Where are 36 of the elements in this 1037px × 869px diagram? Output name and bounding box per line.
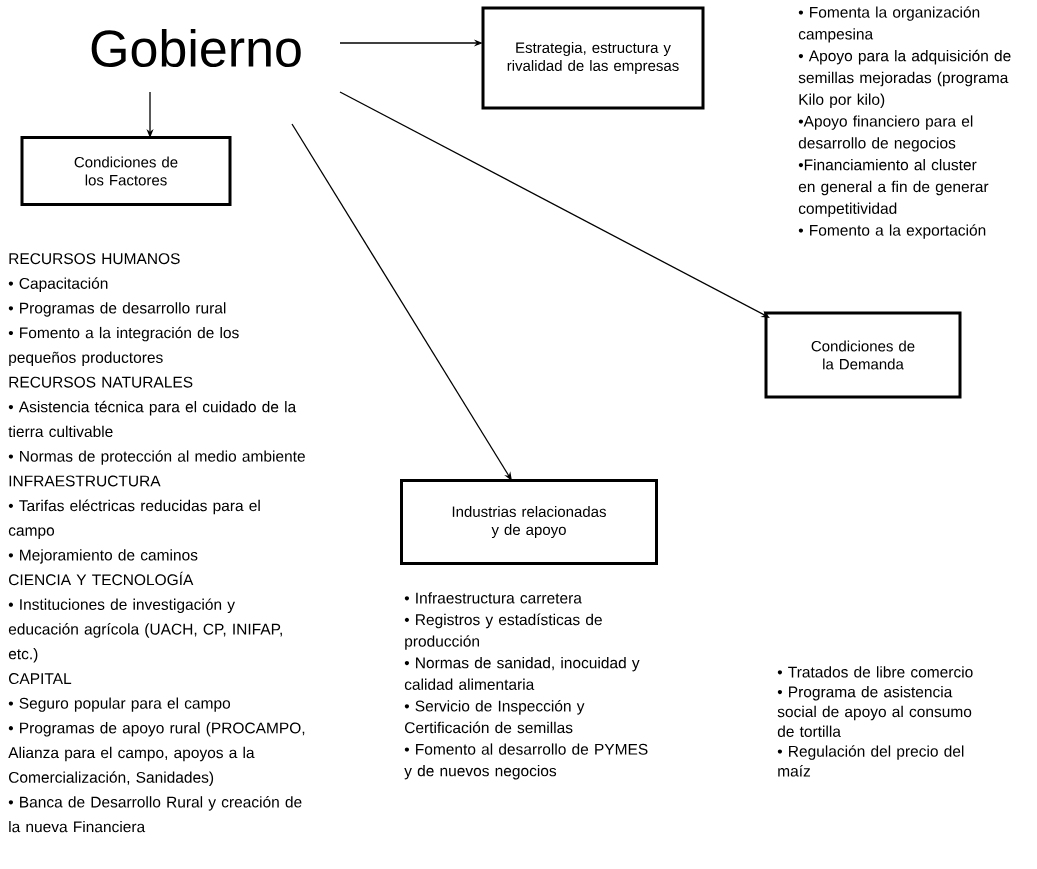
concept-box: Condiciones de los Factores — [20, 136, 232, 206]
list-item: •Financiamiento al cluster en general a fin de generar competitividad — [798, 159, 989, 217]
list-item: • Mejoramiento de caminos — [8, 549, 198, 564]
list-item: • Instituciones de investigación y educación agrícola (UACH, CP, INIFAP, etc.) — [8, 598, 282, 663]
list-item: • Registros y estadísticas de producción — [404, 613, 602, 650]
list-item: • Seguro popular para el campo — [8, 697, 231, 712]
list-item: • Asistencia técnica para el cuidado de la tierra cultivable — [8, 400, 297, 438]
list-item: • Tratados de libre comercio — [777, 666, 973, 678]
list-item: • Normas de sanidad, inocuidad y calidad alimentaria — [404, 657, 640, 690]
list-item: • Servicio de Inspección y Certificación de semillas — [404, 700, 585, 734]
list-item: • Infraestructura carretera — [404, 592, 582, 604]
list-item: • Programa de asistencia social de apoyo al consumo de tortilla — [777, 686, 972, 737]
list-item: • Banca de Desarrollo Rural y creación de la nueva Financiera — [8, 796, 302, 833]
list-item: • Fomento a la integración de los pequeños productores — [8, 326, 239, 367]
list-item: INFRAESTRUCTURA — [9, 475, 161, 487]
list-item: • Apoyo para la adquisición de semillas mejoradas (programa Kilo por kilo) — [798, 49, 1011, 108]
arrow — [339, 91, 770, 318]
list-item: • Programas de apoyo rural (PROCAMPO, Alianza para el campo, apoyos a la Comercialización, Sanidades) — [8, 722, 305, 786]
list-item: • Fomenta la organización campesina — [798, 6, 980, 43]
list-item: RECURSOS NATURALES — [9, 376, 193, 388]
concept-box: Condiciones de la Demanda — [764, 311, 962, 399]
list-item: •Apoyo financiero para el desarrollo de negocios — [798, 115, 973, 152]
list-item: • Normas de protección al medio ambiente — [8, 450, 305, 465]
list-item: CIENCIA Y TECNOLOGÍA — [9, 571, 194, 586]
list-item: • Fomento al desarrollo de PYMES y de nuevos negocios — [404, 743, 648, 780]
list-item: • Fomento a la exportación — [798, 224, 986, 239]
list-item: • Capacitación — [8, 277, 108, 292]
list-item: • Regulación del precio del maíz — [777, 745, 964, 777]
list-item: CAPITAL — [9, 673, 72, 685]
list-item: RECURSOS HUMANOS — [9, 253, 180, 265]
arrow — [291, 123, 512, 481]
concept-box: Estrategia, estructura y rivalidad de las empresas — [481, 6, 705, 110]
list-item: • Programas de desarrollo rural — [8, 302, 226, 317]
concept-box: Industrias relacionadas y de apoyo — [400, 479, 658, 565]
heading-text: Gobierno — [91, 28, 301, 68]
list-item: • Tarifas eléctricas reducidas para el campo — [8, 499, 260, 539]
